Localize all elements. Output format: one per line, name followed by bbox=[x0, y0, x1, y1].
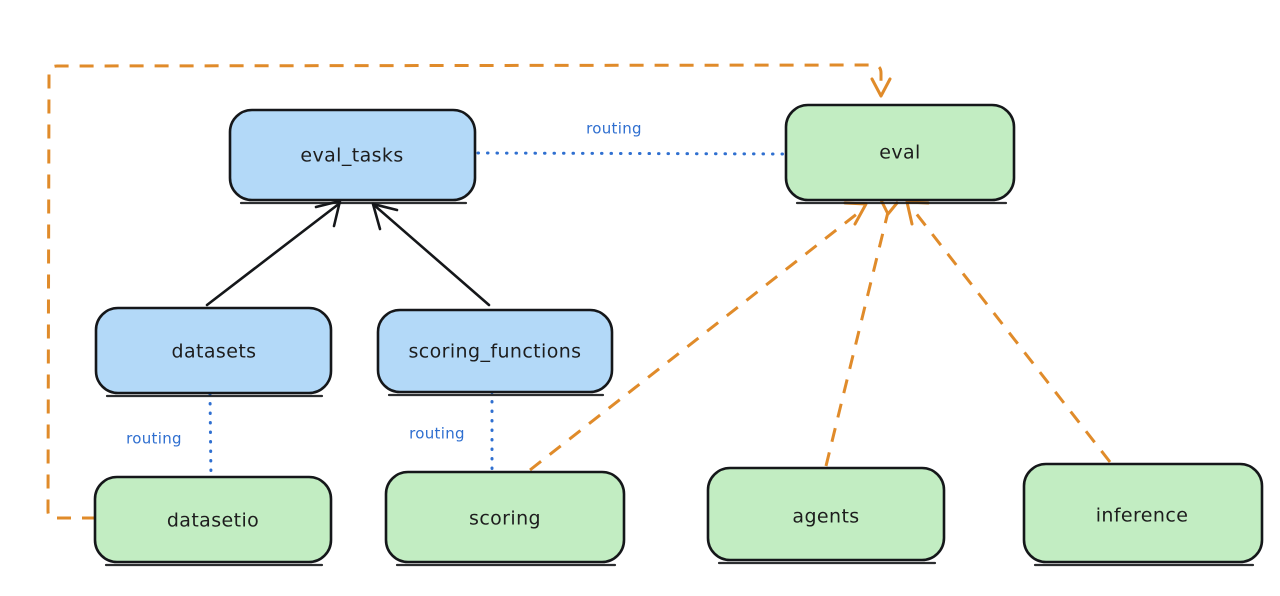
node-scoring[interactable]: scoring bbox=[384, 470, 626, 567]
edge-scoring-functions-to-eval-tasks[interactable] bbox=[371, 202, 491, 307]
edge-label-routing-eval-tasks: routing bbox=[586, 120, 642, 138]
edge-label-routing-scoring: routing bbox=[409, 425, 465, 443]
edge-label-routing-datasets: routing bbox=[126, 430, 182, 448]
node-datasets[interactable]: datasets bbox=[94, 306, 333, 398]
edge-label-layer: routing routing routing bbox=[126, 120, 642, 448]
edge-inference-to-eval[interactable] bbox=[905, 200, 1112, 463]
node-agents-shape bbox=[706, 466, 946, 562]
node-inference-shape bbox=[1022, 462, 1264, 564]
edge-layer bbox=[46, 63, 1112, 520]
node-datasetio-label: datasetio bbox=[167, 510, 259, 532]
node-agents[interactable]: agents bbox=[706, 466, 946, 565]
node-layer: eval_tasks eval datasets scoring_functio… bbox=[93, 103, 1264, 567]
edge-datasets-to-datasetio[interactable] bbox=[208, 392, 213, 480]
node-datasets-label: datasets bbox=[172, 341, 257, 363]
node-eval-label: eval bbox=[879, 142, 920, 164]
node-scoring-functions-shape bbox=[376, 308, 614, 394]
node-agents-label: agents bbox=[792, 506, 859, 528]
edge-eval-tasks-to-eval[interactable] bbox=[476, 151, 786, 156]
node-datasets-shape bbox=[94, 306, 333, 395]
node-scoring-functions-label: scoring_functions bbox=[409, 341, 582, 363]
node-scoring-label: scoring bbox=[469, 508, 541, 530]
node-inference-label: inference bbox=[1096, 505, 1189, 527]
node-inference[interactable]: inference bbox=[1022, 462, 1264, 567]
node-eval-tasks-label: eval_tasks bbox=[300, 145, 403, 167]
edge-datasetio-to-eval[interactable] bbox=[46, 63, 892, 520]
node-eval-tasks-shape bbox=[228, 108, 477, 202]
node-eval-shape bbox=[784, 103, 1016, 202]
node-eval-tasks[interactable]: eval_tasks bbox=[228, 108, 477, 205]
edge-agents-to-eval[interactable] bbox=[824, 194, 899, 467]
edge-datasets-to-eval-tasks[interactable] bbox=[205, 199, 342, 307]
node-scoring-functions[interactable]: scoring_functions bbox=[376, 308, 614, 397]
node-datasetio-shape bbox=[93, 475, 333, 564]
node-scoring-shape bbox=[384, 470, 626, 564]
node-eval[interactable]: eval bbox=[784, 103, 1016, 205]
node-datasetio[interactable]: datasetio bbox=[93, 475, 333, 567]
